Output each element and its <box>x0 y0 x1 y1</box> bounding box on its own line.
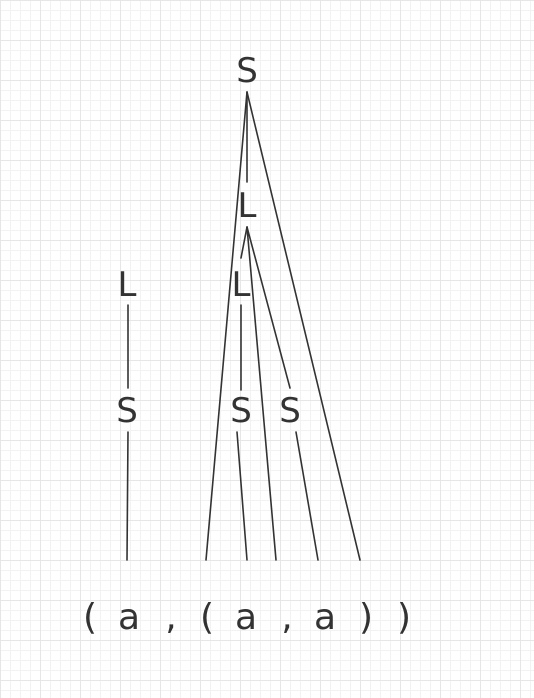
edge-root-to-open-paren <box>205 91 248 561</box>
token-close-paren: ) <box>396 597 412 638</box>
token-comma: , <box>165 597 177 638</box>
token-a: a <box>117 597 141 638</box>
node-l-inner: L <box>231 265 251 305</box>
node-s-inner1: S <box>230 391 252 431</box>
edge-root-to-close-paren <box>246 91 361 561</box>
node-l-mid: L <box>237 186 257 226</box>
edge-l-mid-to-comma <box>246 226 277 561</box>
token-close-paren: ) <box>358 597 374 638</box>
edge-l-mid-to-l-inner <box>240 226 248 259</box>
edge-s-left-to-a <box>126 431 129 561</box>
node-l-left: L <box>117 265 137 305</box>
node-s-left: S <box>116 391 138 431</box>
edge-s-inner2-to-a <box>295 431 319 561</box>
edge-s-inner1-to-a <box>236 431 248 561</box>
node-s-inner2: S <box>279 391 301 431</box>
token-open-paren: ( <box>82 597 98 638</box>
token-comma: , <box>281 597 293 638</box>
token-a: a <box>234 597 258 638</box>
node-s-root: S <box>236 51 258 91</box>
token-open-paren: ( <box>199 597 215 638</box>
edge-l-mid-to-s-inner2 <box>246 226 291 389</box>
token-a: a <box>313 597 337 638</box>
